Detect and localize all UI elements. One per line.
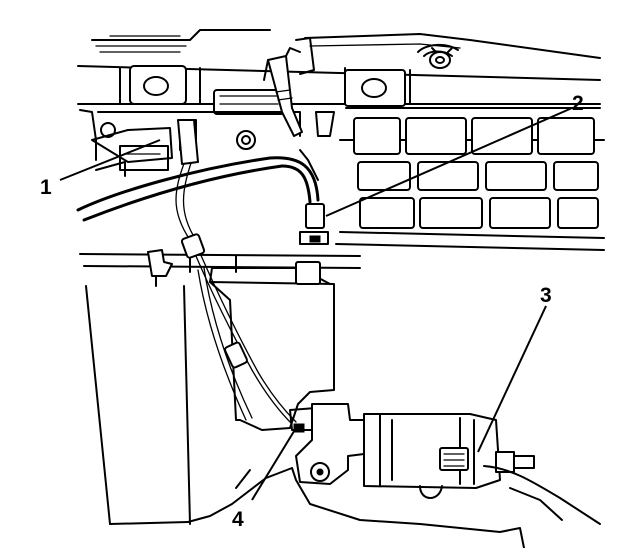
callout-3-label: 3 <box>540 284 552 307</box>
vent-grid <box>335 107 605 251</box>
callout-4-label: 4 <box>232 508 244 531</box>
motor-assembly <box>295 403 601 525</box>
callout-4-leader <box>251 427 297 501</box>
knob-assembly <box>417 44 459 69</box>
heater-case <box>85 285 525 548</box>
upper-panel-structure <box>77 29 601 181</box>
callouts: 1 2 3 4 <box>40 92 584 531</box>
callout-1-leader <box>59 139 161 181</box>
callout-2-leader <box>325 107 573 217</box>
callout-3-leader <box>477 305 547 453</box>
callout-1-label: 1 <box>40 176 52 199</box>
upper-harness-strap <box>263 37 315 137</box>
callout-2-label: 2 <box>572 92 584 115</box>
wiring-harness <box>76 119 329 425</box>
